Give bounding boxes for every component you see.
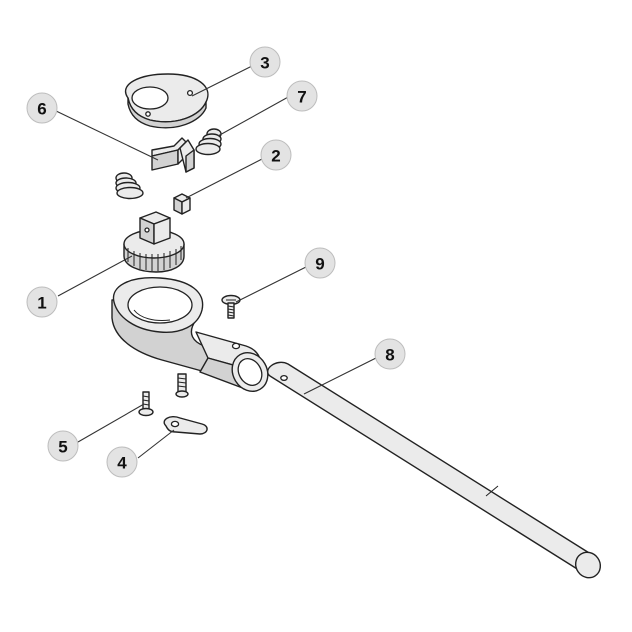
callout-label: 2 bbox=[271, 147, 280, 166]
part-screw-lower bbox=[138, 391, 154, 417]
part-screw-upper bbox=[221, 294, 241, 319]
leader-6 bbox=[53, 109, 159, 161]
callout-label: 4 bbox=[117, 454, 127, 473]
callout-9: 9 bbox=[304, 247, 336, 279]
part-ratchet-gear bbox=[123, 211, 185, 273]
callout-label: 5 bbox=[58, 438, 67, 457]
leader-1 bbox=[57, 255, 133, 297]
callout-label: 8 bbox=[385, 346, 394, 365]
callout-7: 7 bbox=[286, 80, 318, 112]
leader-4 bbox=[137, 429, 175, 459]
part-spring-lower bbox=[115, 172, 144, 200]
leader-9 bbox=[235, 265, 309, 303]
callout-label: 1 bbox=[37, 294, 46, 313]
part-locking-tab bbox=[163, 416, 208, 435]
part-screw-center bbox=[175, 373, 189, 398]
callout-5: 5 bbox=[47, 430, 79, 462]
leader-3 bbox=[191, 65, 253, 97]
callout-label: 7 bbox=[297, 88, 306, 107]
part-pawl bbox=[151, 137, 195, 173]
callout-label: 6 bbox=[37, 100, 46, 119]
leader-2 bbox=[185, 157, 265, 199]
part-detent-block bbox=[173, 193, 191, 215]
leader-5 bbox=[77, 403, 145, 443]
leader-7 bbox=[217, 95, 291, 137]
callout-label: 9 bbox=[315, 255, 324, 274]
callout-label: 3 bbox=[260, 54, 269, 73]
leader-lines bbox=[53, 65, 381, 459]
callout-2: 2 bbox=[260, 139, 292, 171]
callout-3: 3 bbox=[249, 46, 281, 78]
callout-4: 4 bbox=[106, 446, 138, 478]
callout-1: 1 bbox=[26, 286, 58, 318]
part-cover-plate bbox=[125, 73, 209, 129]
callout-8: 8 bbox=[374, 338, 406, 370]
part-ratchet-head bbox=[111, 277, 269, 392]
part-spring-upper bbox=[195, 128, 222, 156]
callout-6: 6 bbox=[26, 92, 58, 124]
part-handle-tube bbox=[267, 361, 602, 579]
leader-8 bbox=[303, 355, 381, 395]
